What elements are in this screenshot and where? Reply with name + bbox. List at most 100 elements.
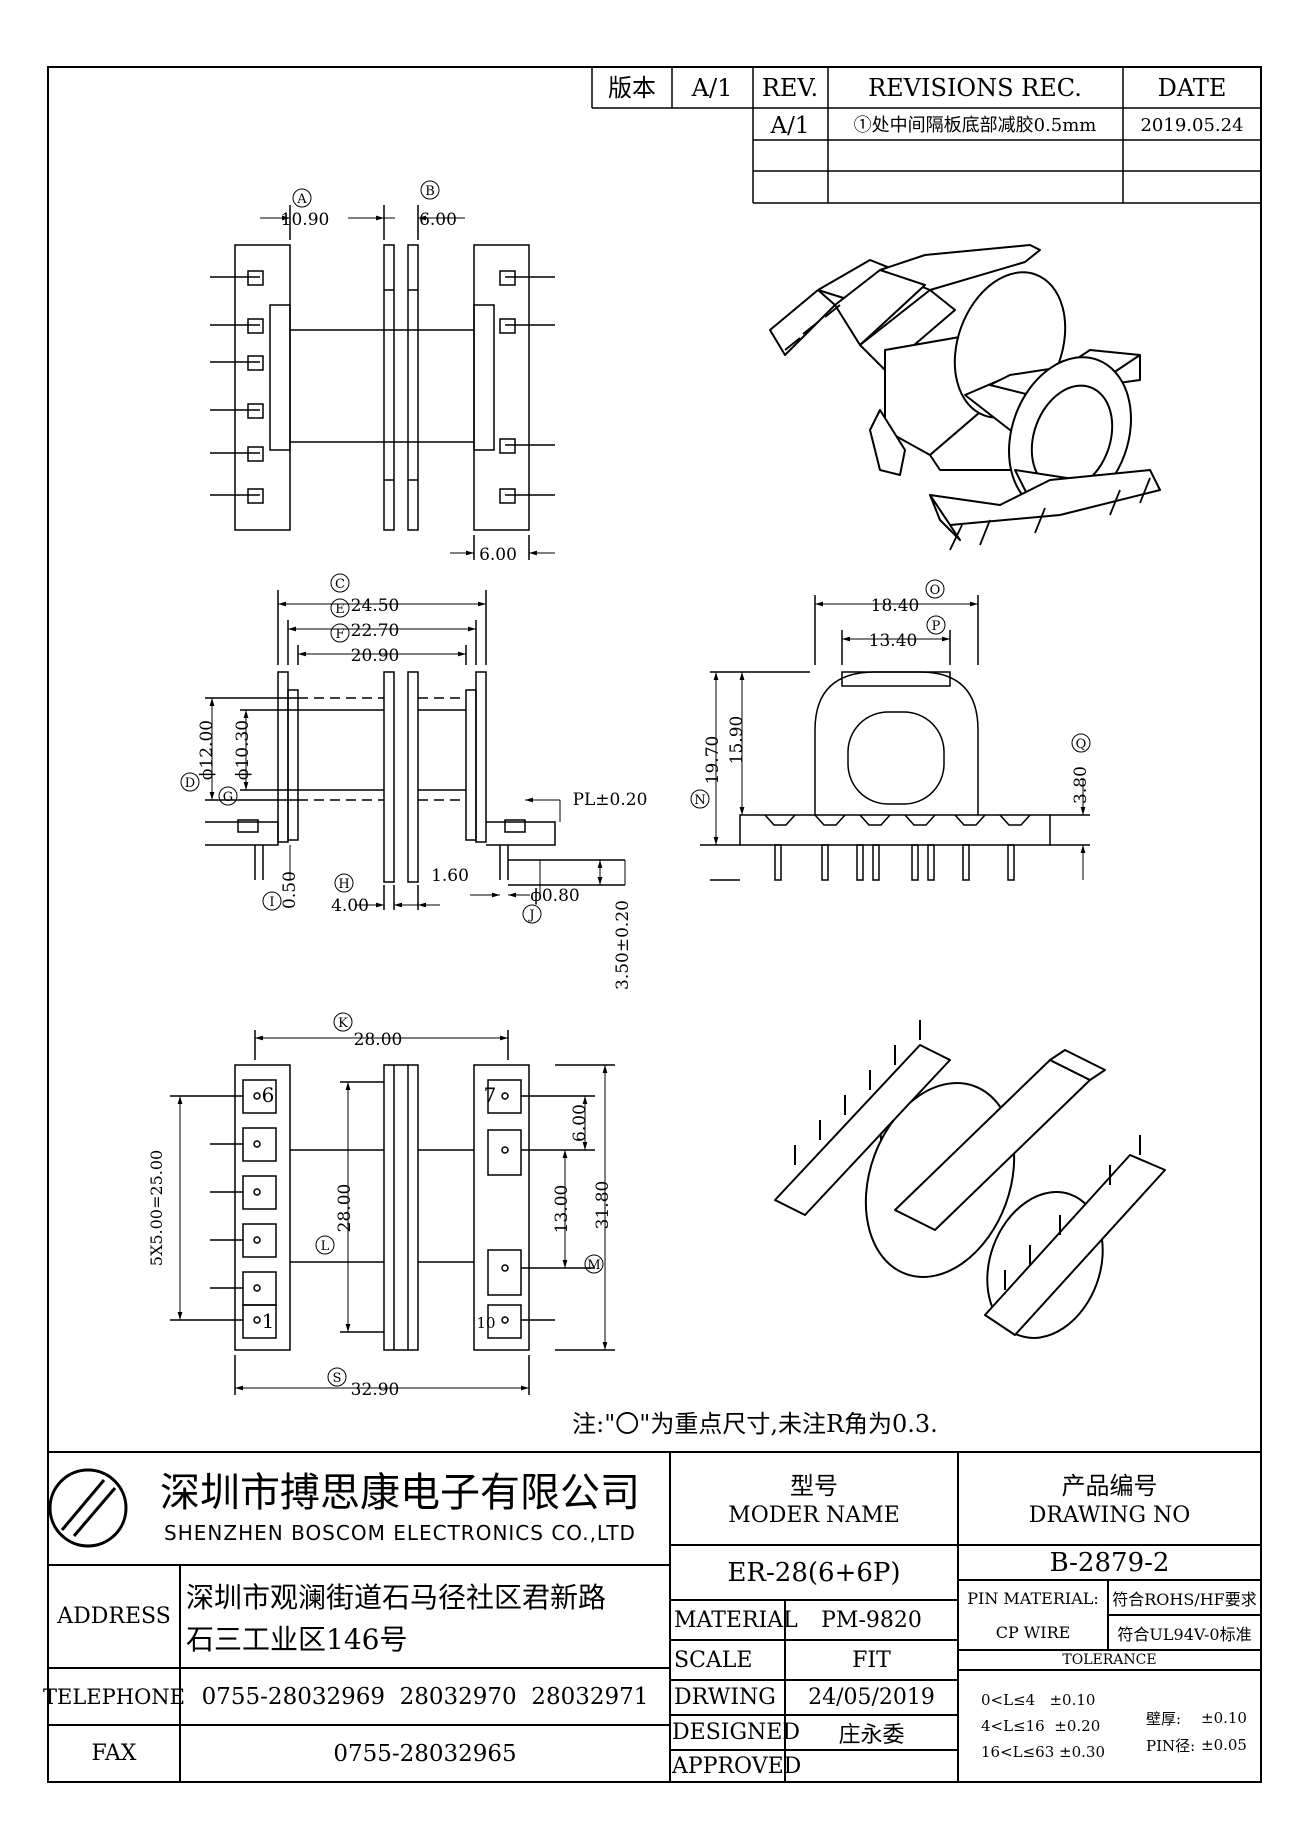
- dim-F-mark: F: [335, 627, 344, 642]
- dim-pl-value: PL±0.20: [573, 790, 648, 810]
- rev-header: REV.: [762, 74, 818, 102]
- model-label-en: MODER NAME: [728, 1502, 900, 1528]
- designed-label: DESIGNED: [672, 1720, 800, 1745]
- dim-r13-value: 13.00: [552, 1185, 572, 1234]
- revision-row-rev: A/1: [770, 113, 810, 139]
- dim-G-value: ϕ10.30: [233, 720, 253, 780]
- drawing-no-label-cn: 产品编号: [1061, 1471, 1158, 1500]
- approved-value: [785, 1750, 958, 1782]
- pin-material-value: CP WIRE: [995, 1622, 1071, 1642]
- dim-C-mark: C: [335, 577, 345, 592]
- address-label: ADDRESS: [57, 1604, 171, 1629]
- dim-J-mark: J: [527, 908, 534, 923]
- dim-h2-value: 1.60: [431, 866, 469, 886]
- side-view: [205, 590, 625, 910]
- drawing-date-label: DRWING: [674, 1685, 776, 1710]
- model-label-cn: 型号: [790, 1471, 838, 1500]
- pin-label-1: 1: [262, 1309, 275, 1333]
- dim-H-value: 4.00: [331, 896, 369, 916]
- dim-M-mark: M: [587, 1258, 600, 1273]
- drawing-no-label-en: DRAWING NO: [1028, 1502, 1191, 1528]
- revision-row-date: 2019.05.24: [1140, 115, 1243, 136]
- title-block: [48, 1451, 1261, 1782]
- bottom-view: [170, 1030, 615, 1395]
- dim-top-bottom-value: 6.00: [479, 545, 517, 565]
- dim-I-value: 0.50: [280, 871, 300, 909]
- dim-O-mark: O: [930, 583, 941, 598]
- dim-A-mark: A: [296, 192, 307, 207]
- dim-r6-value: 6.00: [570, 1104, 590, 1142]
- revision-table: [591, 67, 1261, 204]
- version-label: 版本: [608, 74, 656, 102]
- dim-D-value: ϕ12.00: [197, 720, 217, 780]
- dim-S-mark: S: [333, 1371, 342, 1386]
- wall-thickness-label: 壁厚:: [1146, 1709, 1182, 1728]
- isometric-view-bottom: [774, 1044, 1166, 1339]
- company-name-en: SHENZHEN BOSCOM ELECTRONICS CO.,LTD: [164, 1521, 636, 1545]
- dim-F-value: 20.90: [351, 646, 400, 666]
- drawing-no-value: B-2879-2: [1049, 1547, 1170, 1578]
- tolerance-2: 4<L≤16 ±0.20: [981, 1717, 1101, 1735]
- telephone-value: 0755-28032969 28032970 28032971: [201, 1683, 649, 1710]
- dim-C-value: 24.50: [351, 596, 400, 616]
- pin-label-10: 10: [476, 1314, 495, 1332]
- address-line-2: 石三工业区146号: [186, 1623, 408, 1656]
- dim-K-value: 28.00: [354, 1030, 403, 1050]
- dim-N-value: 19.70: [703, 736, 723, 785]
- drawing-border: [47, 66, 1262, 1783]
- top-view: [210, 205, 555, 560]
- dim-M-value: 31.80: [593, 1181, 613, 1230]
- fax-label: FAX: [91, 1741, 137, 1766]
- isometric-pins-top: [784, 304, 1151, 551]
- fax-value: 0755-28032965: [333, 1740, 517, 1767]
- tolerance-1: 0<L≤4 ±0.10: [981, 1691, 1096, 1709]
- dim-S-value: 32.90: [351, 1380, 400, 1400]
- model-value: ER-28(6+6P): [727, 1557, 901, 1588]
- company-name-cn: 深圳市搏思康电子有限公司: [160, 1470, 640, 1516]
- dim-B-mark: B: [425, 184, 435, 199]
- dim-O-value: 18.40: [871, 596, 920, 616]
- date-header: DATE: [1158, 74, 1227, 102]
- ul-compliance: 符合UL94V-0标准: [1117, 1624, 1252, 1644]
- dim-N-mark: N: [694, 793, 705, 808]
- drawing-note: 注:"〇"为重点尺寸,未注R角为0.3.: [572, 1410, 938, 1438]
- isometric-view-top: [769, 244, 1161, 541]
- scale-value: FIT: [852, 1647, 891, 1673]
- dim-Q-mark: Q: [1076, 737, 1087, 752]
- dim-A-value: 10.90: [281, 210, 330, 230]
- dim-pitch-value: 5X5.00=25.00: [147, 1150, 166, 1266]
- dim-K-mark: K: [338, 1016, 348, 1031]
- material-label: MATERIAL: [674, 1607, 798, 1633]
- dim-n2-value: 15.90: [727, 716, 747, 765]
- rohs-compliance: 符合ROHS/HF要求: [1112, 1589, 1257, 1609]
- dim-D-mark: D: [185, 776, 195, 791]
- dim-J-value: ϕ0.80: [530, 886, 579, 906]
- revision-row-record: ①处中间隔板底部减胶0.5mm: [854, 115, 1097, 136]
- dim-G-mark: G: [223, 790, 233, 805]
- designed-value: 庄永委: [838, 1722, 905, 1748]
- version-value: A/1: [691, 74, 733, 102]
- dim-pin-len-value: 3.50±0.20: [613, 900, 633, 990]
- dim-P-value: 13.40: [869, 631, 918, 651]
- material-value: PM-9820: [821, 1607, 922, 1633]
- dim-B-value: 6.00: [419, 210, 457, 230]
- pin-label-7: 7: [484, 1083, 497, 1107]
- scale-label: SCALE: [674, 1647, 753, 1673]
- pin-label-6: 6: [262, 1083, 275, 1107]
- dim-Q-value: 3.80: [1071, 766, 1091, 804]
- tolerance-label: TOLERANCE: [1062, 1652, 1157, 1668]
- pin-material-label: PIN MATERIAL:: [967, 1588, 1099, 1608]
- telephone-label: TELEPHONE: [43, 1684, 185, 1709]
- dim-L-value: 28.00: [335, 1184, 355, 1233]
- dim-E-mark: E: [335, 602, 345, 617]
- dim-P-mark: P: [932, 619, 941, 634]
- pin-diameter-value: ±0.05: [1201, 1736, 1247, 1754]
- dim-H-mark: H: [338, 877, 349, 892]
- pin-diameter-label: PIN径:: [1146, 1736, 1196, 1755]
- tolerance-3: 16<L≤63 ±0.30: [981, 1743, 1106, 1761]
- address-line-1: 深圳市观澜街道石马径社区君新路: [186, 1581, 607, 1614]
- wall-thickness-value: ±0.10: [1201, 1709, 1247, 1727]
- dim-I-mark: I: [269, 895, 274, 910]
- dim-L-mark: L: [321, 1239, 330, 1254]
